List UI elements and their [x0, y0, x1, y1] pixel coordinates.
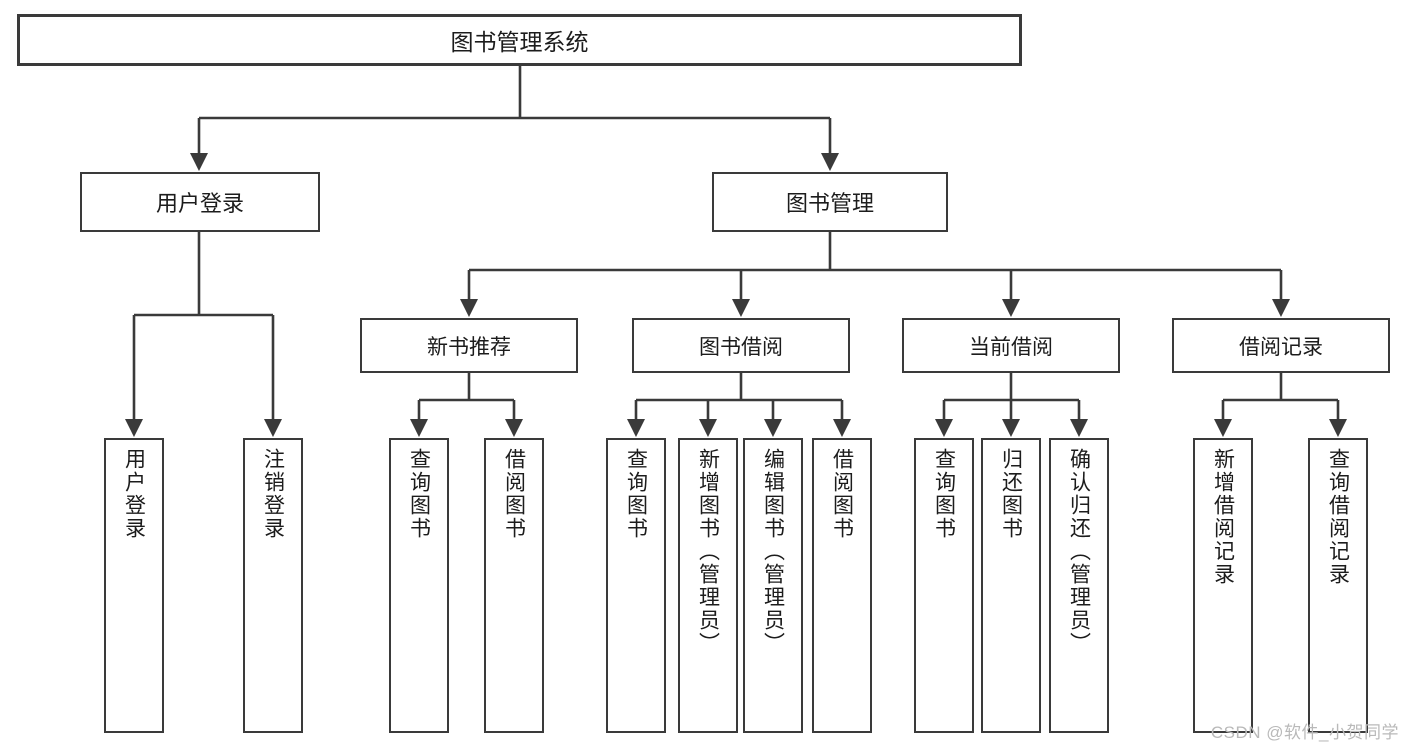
- leaf-record-query[interactable]: 查询借阅记录: [1308, 438, 1368, 733]
- leaf-logout[interactable]: 注销登录: [243, 438, 303, 733]
- node-label: 新增借阅记录: [1211, 448, 1235, 586]
- node-label: 归还图书: [999, 448, 1023, 540]
- csdn-watermark: CSDN @软件_小贺同学: [1210, 723, 1399, 742]
- node-label: 查询图书: [624, 448, 648, 540]
- node-root-system[interactable]: 图书管理系统: [17, 14, 1022, 66]
- node-label: 查询图书: [407, 448, 431, 540]
- node-label: 图书借阅: [699, 335, 783, 359]
- node-label: 借阅记录: [1239, 335, 1323, 359]
- node-book-management[interactable]: 图书管理: [712, 172, 948, 232]
- leaf-borrow-query-book[interactable]: 查询图书: [606, 438, 666, 733]
- node-borrow-record[interactable]: 借阅记录: [1172, 318, 1390, 373]
- leaf-new-book-query[interactable]: 查询图书: [389, 438, 449, 733]
- node-label: 用户登录: [122, 448, 146, 540]
- node-label: 查询图书: [932, 448, 956, 540]
- node-current-borrow[interactable]: 当前借阅: [902, 318, 1120, 373]
- node-label: 确认归还（管理员）: [1067, 448, 1091, 655]
- node-new-book-recommend[interactable]: 新书推荐: [360, 318, 578, 373]
- node-label: 编辑图书（管理员）: [761, 448, 785, 655]
- node-label: 当前借阅: [969, 335, 1053, 359]
- node-label: 注销登录: [261, 448, 285, 540]
- node-label: 新增图书（管理员）: [696, 448, 720, 655]
- node-user-login[interactable]: 用户登录: [80, 172, 320, 232]
- leaf-borrow-edit-book[interactable]: 编辑图书（管理员）: [743, 438, 803, 733]
- leaf-current-query-book[interactable]: 查询图书: [914, 438, 974, 733]
- node-label: 借阅图书: [830, 448, 854, 540]
- leaf-new-book-borrow[interactable]: 借阅图书: [484, 438, 544, 733]
- node-label: 新书推荐: [427, 335, 511, 359]
- node-label: 借阅图书: [502, 448, 526, 540]
- leaf-borrow-borrow-book[interactable]: 借阅图书: [812, 438, 872, 733]
- node-label: 图书管理: [785, 191, 874, 216]
- node-label: 用户登录: [155, 191, 244, 216]
- node-label: 图书管理系统: [450, 29, 589, 55]
- node-book-borrow[interactable]: 图书借阅: [632, 318, 850, 373]
- leaf-current-return-book[interactable]: 归还图书: [981, 438, 1041, 733]
- leaf-current-confirm-return[interactable]: 确认归还（管理员）: [1049, 438, 1109, 733]
- node-label: 查询借阅记录: [1326, 448, 1350, 586]
- leaf-record-add[interactable]: 新增借阅记录: [1193, 438, 1253, 733]
- leaf-borrow-add-book[interactable]: 新增图书（管理员）: [678, 438, 738, 733]
- leaf-user-login[interactable]: 用户登录: [104, 438, 164, 733]
